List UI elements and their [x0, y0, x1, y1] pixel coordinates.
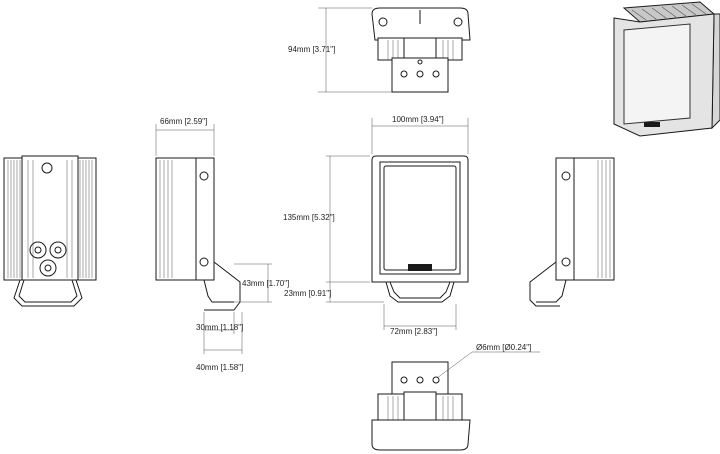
perspective-view: [613, 1, 720, 137]
axis-logo-icon-3d: [644, 122, 660, 127]
dim-top-height: 94mm [3.71"]: [288, 45, 335, 54]
mounting-hole-icon: [41, 162, 53, 174]
front-view: 100mm [3.94"] 135mm [5.32"] 23mm [0.91"]…: [283, 115, 469, 336]
heatsink-fins-icon: [7, 160, 93, 278]
top-view: 94mm [3.71"]: [288, 7, 471, 93]
dim-side-depth: 66mm [2.59"]: [160, 117, 207, 126]
dim-bracket-width: 72mm [2.83"]: [390, 327, 437, 336]
dim-bracket-depth: 40mm [1.58"]: [196, 363, 243, 372]
right-side-view: [529, 157, 615, 307]
dim-bracket-height: 43mm [1.70"]: [242, 279, 289, 288]
dim-bracket-offset: 23mm [0.91"]: [284, 289, 331, 298]
dim-front-height: 135mm [5.32"]: [283, 213, 335, 222]
dim-front-width: 100mm [3.94"]: [392, 115, 444, 124]
dim-bracket-foot: 30mm [1.18"]: [196, 323, 243, 332]
back-view: [3, 155, 97, 307]
dim-hole-diameter: Ø6mm [Ø0.24"]: [476, 343, 531, 352]
side-view: 66mm [2.59"] 43mm [1.70"] 30mm [1.18"] 4…: [155, 117, 289, 372]
axis-logo-icon: [408, 264, 432, 271]
bottom-view: Ø6mm [Ø0.24"]: [371, 343, 540, 451]
